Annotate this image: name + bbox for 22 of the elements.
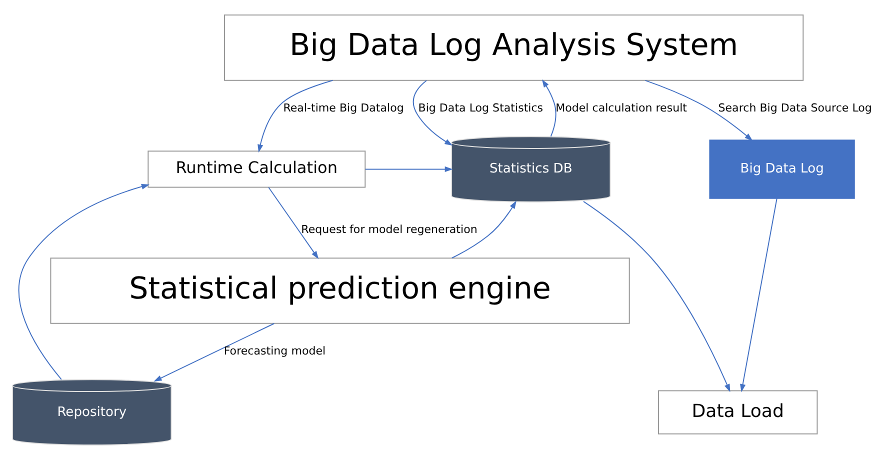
edge-label: Big Data Log Statistics [418,101,544,114]
edge-label: Request for model regeneration [301,222,478,236]
arrow [740,198,778,392]
arrow [258,80,333,153]
edge-label: Real-time Big Datalog [283,101,404,114]
arrow [452,200,516,258]
arrow [18,184,150,380]
edge-label: Search Big Data Source Log [718,101,872,114]
arrow [365,166,453,172]
arrow [412,80,453,146]
arrow [542,79,556,137]
edge-label: Model calculation result [556,101,688,114]
node-box: Runtime Calculation [148,150,366,188]
arrow [268,187,319,260]
edge-label: Forecasting model [224,344,326,358]
arrow [645,80,753,141]
arrow [583,200,730,392]
node-box: Data Load [658,390,818,434]
node-box: Statistical prediction engine [50,258,630,324]
node-box: Big Data Log Analysis System [224,14,804,81]
node-box: Big Data Log [709,140,855,199]
arrow [154,323,274,382]
